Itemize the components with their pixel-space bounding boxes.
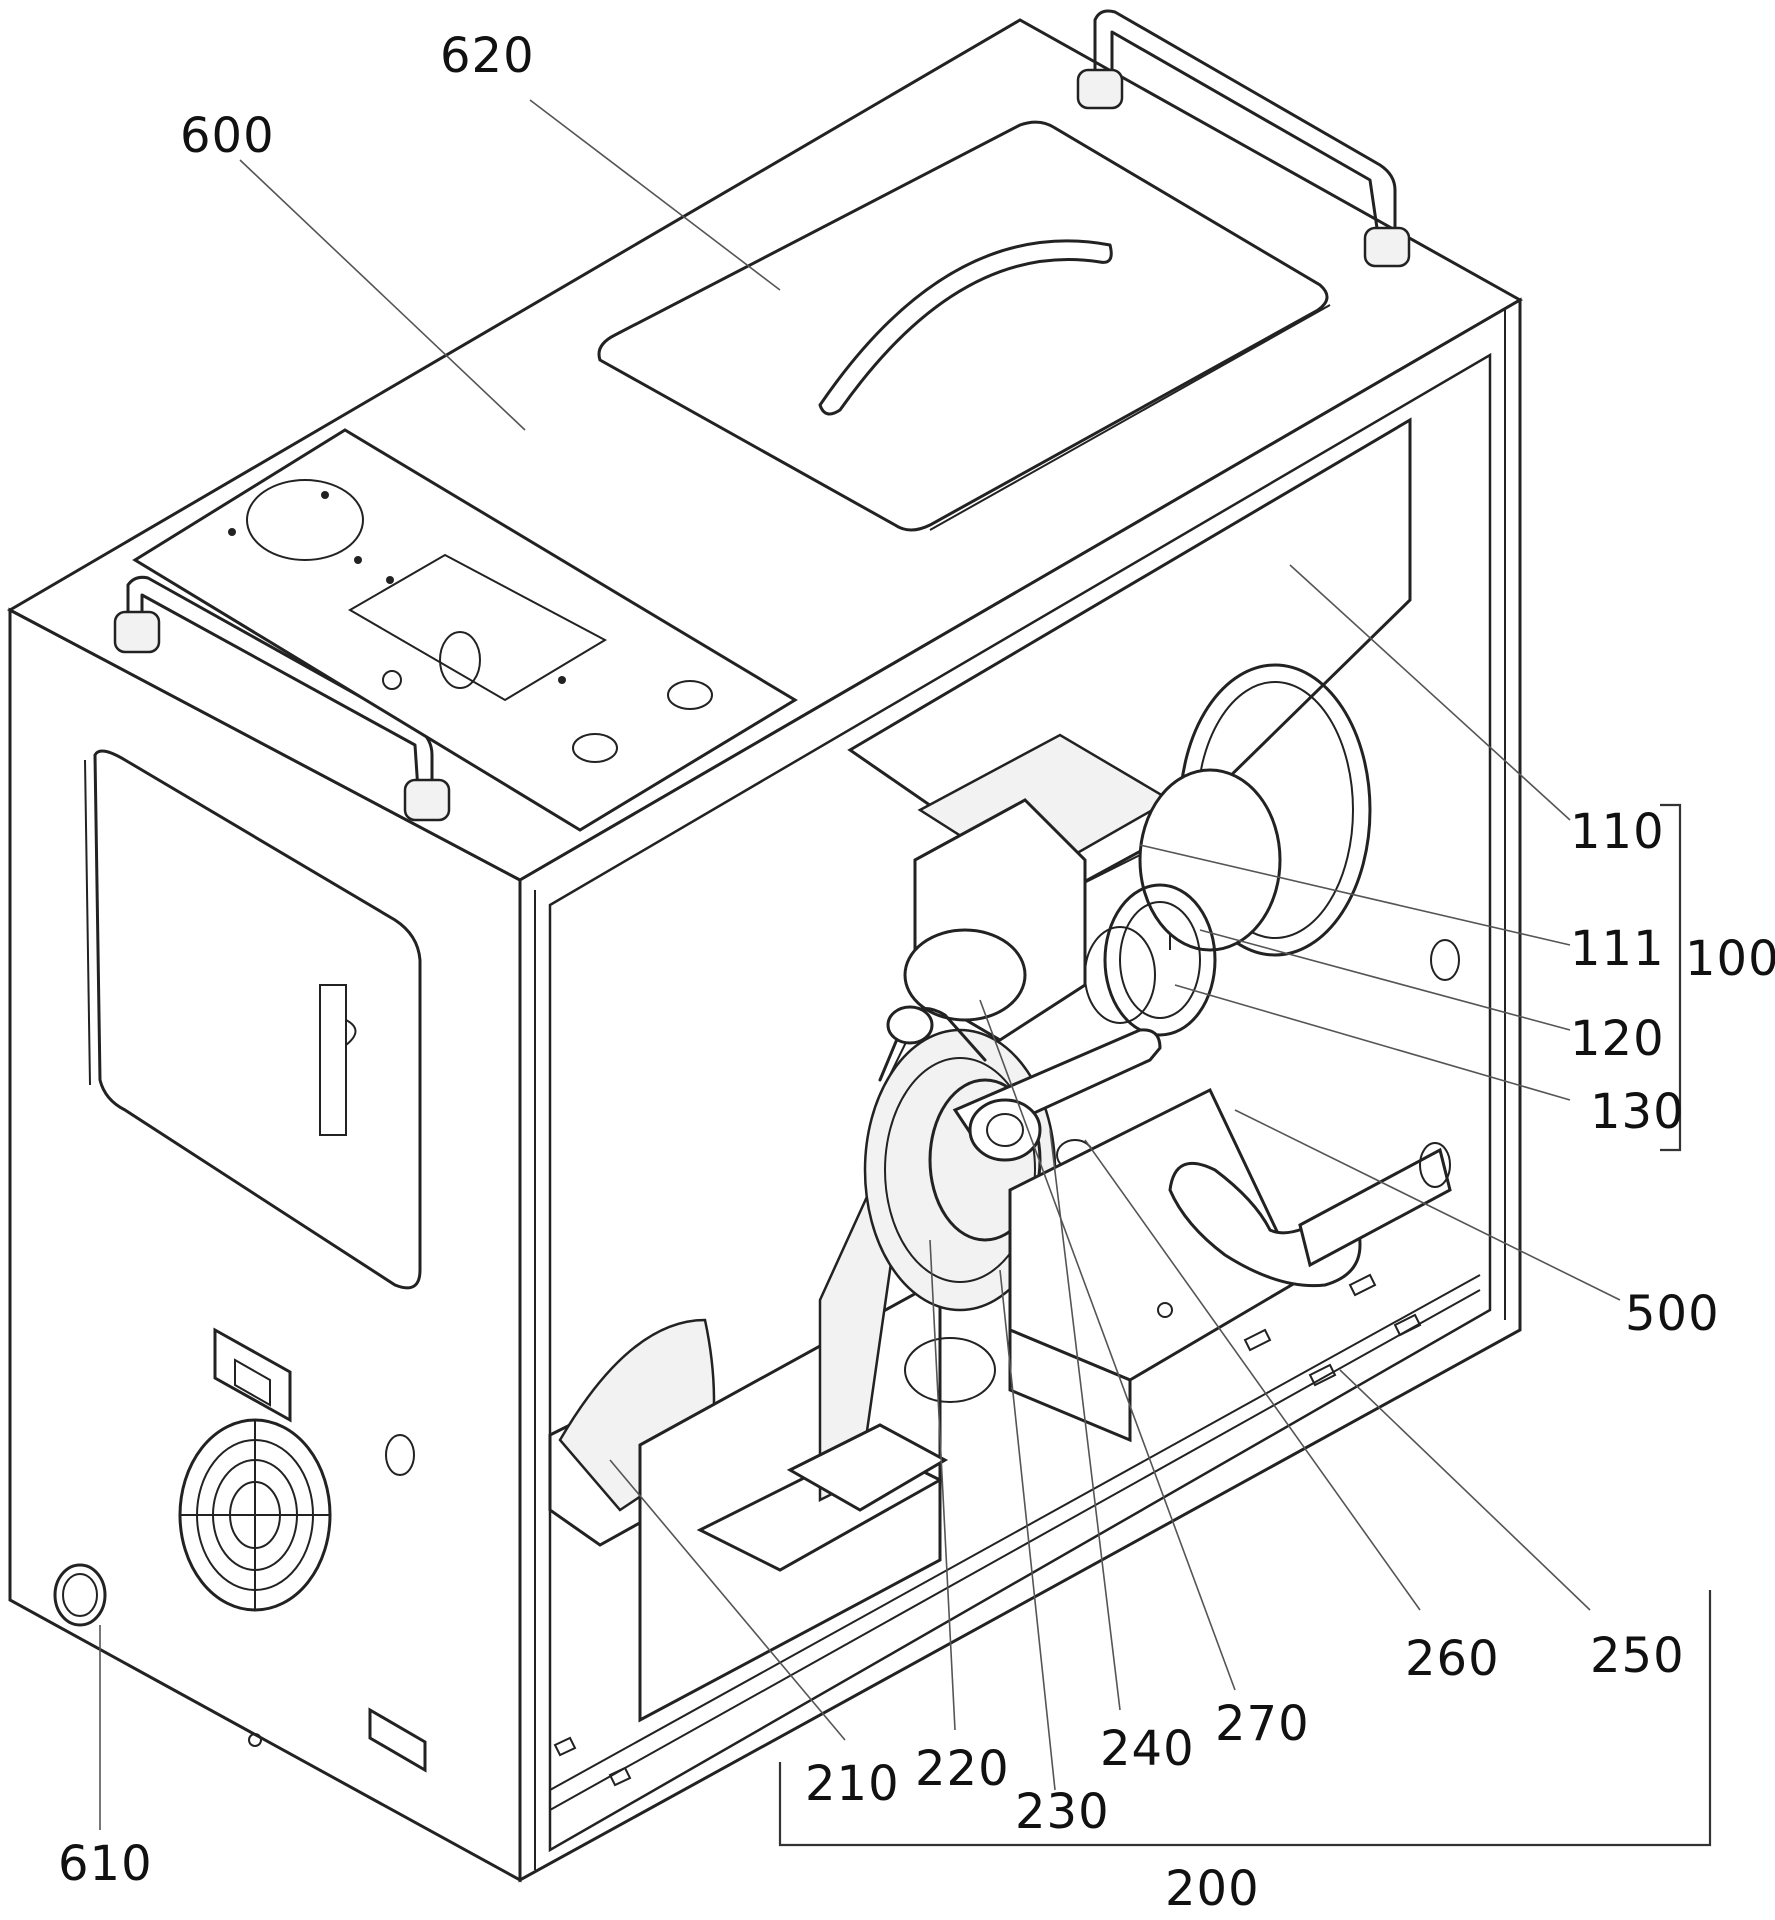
leader-250 bbox=[1340, 1370, 1590, 1610]
label-250: 250 bbox=[1590, 1628, 1685, 1684]
label-110: 110 bbox=[1570, 804, 1665, 860]
label-100: 100 bbox=[1685, 931, 1775, 987]
cooling-fan-grille bbox=[180, 1420, 330, 1610]
label-240: 240 bbox=[1100, 1721, 1195, 1777]
label-120: 120 bbox=[1570, 1011, 1665, 1067]
label-600: 600 bbox=[180, 108, 275, 164]
label-620: 620 bbox=[440, 28, 535, 84]
label-200: 200 bbox=[1165, 1861, 1260, 1917]
label-230: 230 bbox=[1015, 1784, 1110, 1840]
label-500: 500 bbox=[1625, 1286, 1720, 1342]
label-220: 220 bbox=[915, 1741, 1010, 1797]
label-130: 130 bbox=[1590, 1084, 1685, 1140]
label-610: 610 bbox=[58, 1836, 153, 1892]
leader-600 bbox=[240, 160, 525, 430]
label-270: 270 bbox=[1215, 1696, 1310, 1752]
label-111: 111 bbox=[1570, 921, 1665, 977]
label-210: 210 bbox=[805, 1756, 900, 1812]
label-260: 260 bbox=[1405, 1631, 1500, 1687]
